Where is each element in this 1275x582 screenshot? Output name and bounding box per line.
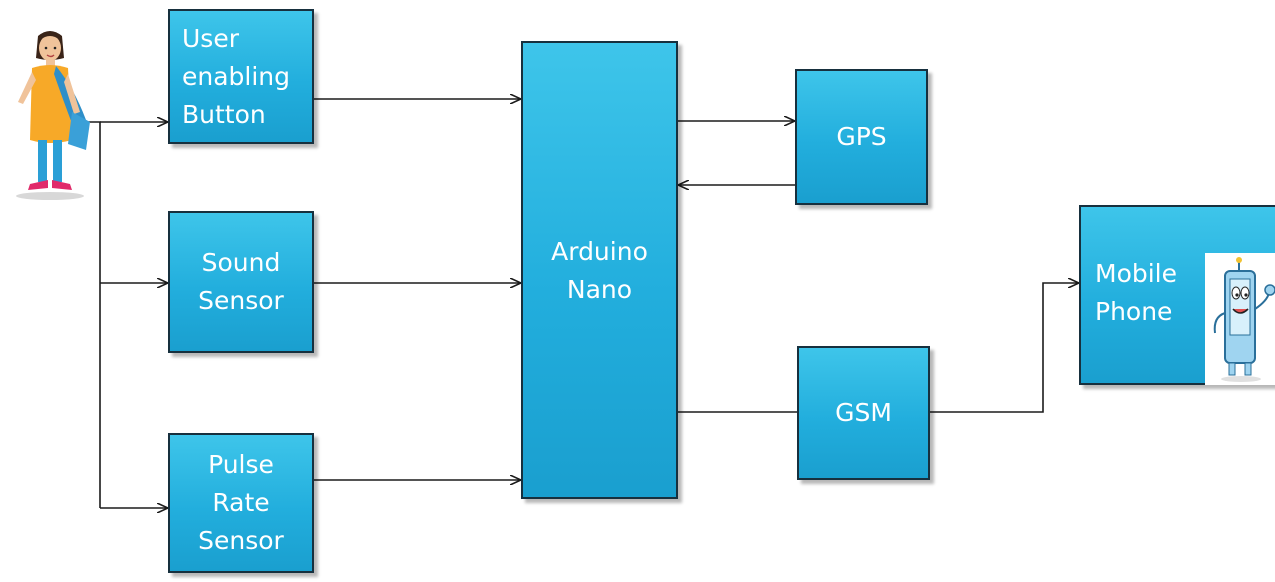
user-enabling-button-block: User enabling Button [168, 9, 314, 144]
arduino-nano-label: Arduino Nano [551, 237, 648, 304]
gsm-label: GSM [835, 398, 892, 427]
mobile-phone-block: Mobile Phone [1079, 205, 1275, 385]
woman-figure-icon [16, 31, 90, 200]
pulse-rate-sensor-block: Pulse Rate Sensor [168, 433, 314, 573]
gps-label: GPS [836, 122, 887, 151]
arrow-gsm-to-mobile [930, 283, 1079, 413]
user-enabling-button-label: User enabling Button [182, 23, 291, 129]
arduino-nano-block: Arduino Nano [521, 41, 678, 499]
smiling-phone-cartoon-icon [1205, 253, 1275, 385]
gsm-block: GSM [797, 346, 930, 480]
mobile-phone-label: Mobile Phone [1095, 259, 1178, 326]
sound-sensor-block: Sound Sensor [168, 211, 314, 353]
sound-sensor-label: Sound Sensor [198, 248, 284, 315]
gps-block: GPS [795, 69, 928, 205]
pulse-rate-sensor-label: Pulse Rate Sensor [198, 450, 284, 555]
